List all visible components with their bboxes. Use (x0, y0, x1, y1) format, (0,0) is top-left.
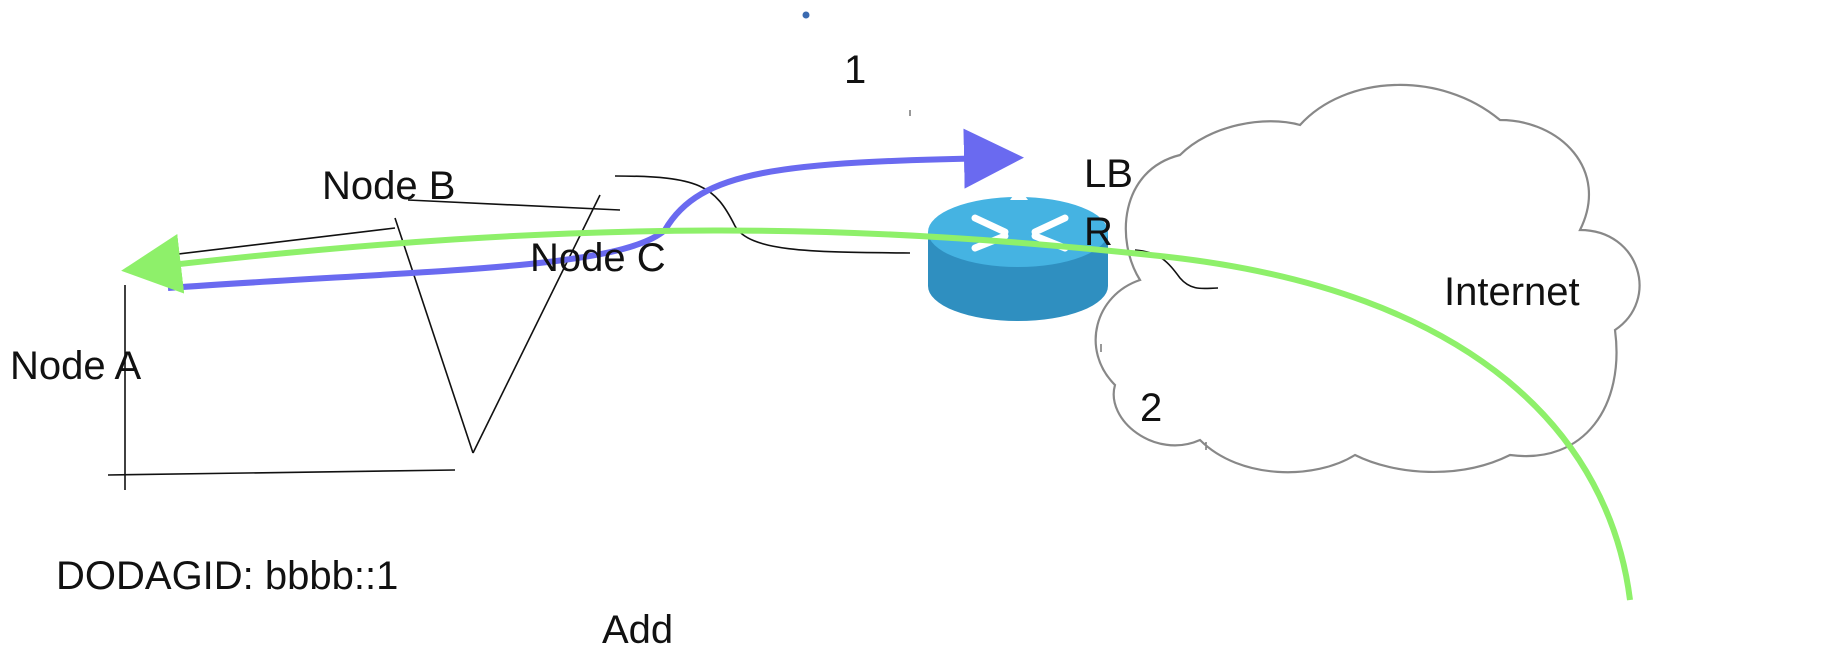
marker-dot (802, 11, 810, 19)
network-diagram (107, 11, 1641, 601)
lbr-label-line1: LB (1084, 152, 1133, 196)
router-icon (928, 188, 1108, 321)
internet-label: Internet (1444, 270, 1580, 314)
node-c-label: Node C (530, 236, 666, 280)
topology-links (107, 175, 1219, 490)
node-a-label: Node A (10, 344, 142, 388)
cloud-icon (1094, 83, 1641, 474)
node-b-label: Node B (322, 164, 456, 208)
path-1-number: 1 (844, 48, 867, 92)
cut-off-text: Add (602, 608, 674, 652)
lbr-label-line2: R (1084, 210, 1113, 254)
path-2-number: 2 (1140, 386, 1163, 430)
path-2-arrow (121, 227, 1633, 601)
dodagid-label: DODAGID: bbbb::1 (56, 554, 399, 598)
